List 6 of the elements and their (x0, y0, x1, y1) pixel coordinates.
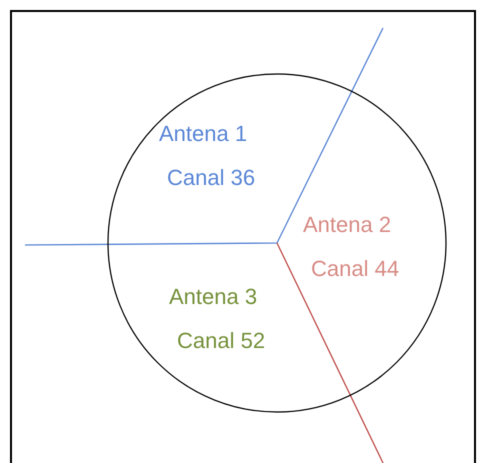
sector-label: Antena 3 (169, 283, 258, 311)
sector-label: Canal 36 (167, 164, 256, 192)
sector-label: Canal 52 (177, 327, 266, 355)
sector-label: Canal 44 (311, 255, 400, 283)
sector-label: Antena 2 (303, 211, 392, 239)
sector-label: Antena 1 (159, 120, 248, 148)
